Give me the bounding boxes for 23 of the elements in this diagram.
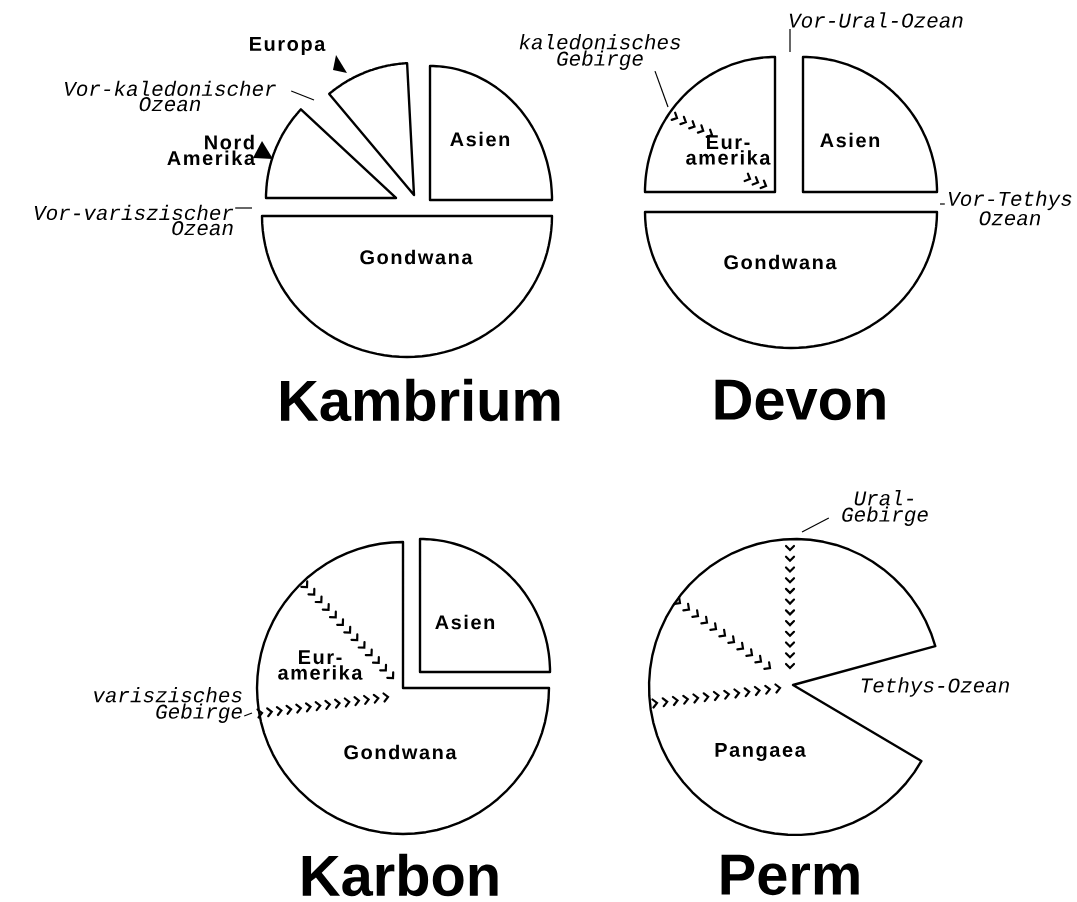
leader-line — [801, 517, 830, 533]
leader-line — [939, 203, 946, 205]
leader-line — [243, 712, 253, 717]
ocean-label: Vor-Tethys Ozean — [948, 190, 1072, 226]
ocean-label: Tethys-Ozean — [861, 677, 1009, 697]
leader-line — [290, 90, 315, 101]
period-title: Karbon — [302, 853, 498, 897]
ocean-label: variszisches Gebirge — [94, 687, 242, 723]
continent-piece: Asien — [428, 64, 554, 202]
leader-line — [654, 70, 669, 108]
ocean-label: Vor-Ural-Ozean — [789, 12, 963, 28]
continent-piece: Gondwana — [643, 210, 939, 350]
continent-piece: Gondwana — [260, 214, 554, 359]
leader-line — [234, 207, 253, 209]
period-title: Perm — [721, 854, 859, 896]
period-title: Devon — [715, 379, 885, 421]
ocean-label: Vor-variszischer Ozean — [34, 204, 234, 236]
continent-piece: Asien — [418, 537, 552, 674]
continent-piece: Eur- amerika — [643, 55, 777, 194]
ocean-label: Ural- Gebirge — [842, 490, 928, 526]
leader-line — [789, 28, 791, 53]
period-title: Kambrium — [281, 378, 560, 422]
continent-piece: Asien — [801, 55, 939, 194]
